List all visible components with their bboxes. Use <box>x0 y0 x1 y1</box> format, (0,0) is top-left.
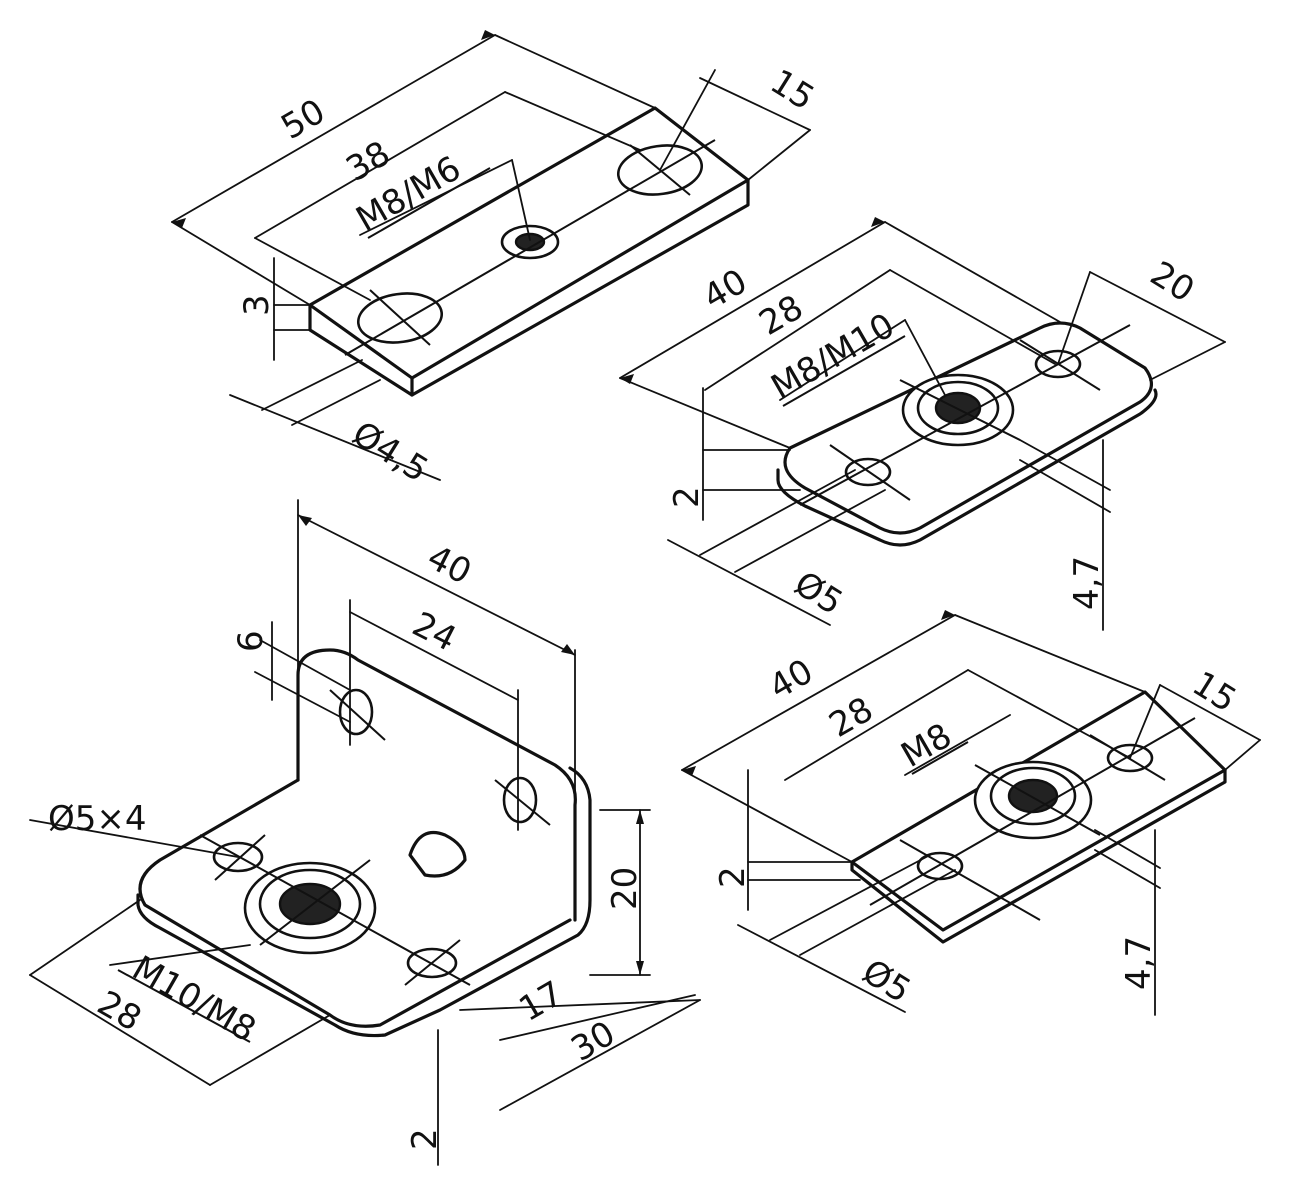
plate-3-dim-thickness: 2 <box>713 866 753 888</box>
plate-2-dim-length: 40 <box>697 262 754 318</box>
angle-dim-hole-spacing: 24 <box>406 604 463 659</box>
angle-dim-hole-offset: 6 <box>231 630 271 652</box>
plate-1-dim-length: 50 <box>275 92 332 148</box>
angle-dim-height: 20 <box>605 867 645 910</box>
angle-dim-base-width: 30 <box>565 1014 622 1070</box>
plate-3-dim-width: 15 <box>1185 664 1243 721</box>
plate-2-dim-height: 4,7 <box>1067 556 1107 610</box>
plate-2-dim-thickness: 2 <box>667 486 707 508</box>
plate-1-m8-m6: 50 38 15 3 M8/M6 Ø4,5 <box>171 34 821 491</box>
plate-3-dim-hole-spacing: 28 <box>823 690 880 746</box>
angle-dim-length: 40 <box>421 537 478 592</box>
plate-3-dim-height: 4,7 <box>1119 936 1159 990</box>
angle-bracket-body <box>136 648 592 1038</box>
angle-hole-label: Ø5×4 <box>48 799 147 839</box>
plate-1-dim-hole-spacing: 38 <box>340 134 397 190</box>
plate-1-dim-thickness: 3 <box>237 294 277 316</box>
angle-dim-thickness: 2 <box>405 1128 445 1150</box>
angle-dim-base-spacing: 28 <box>91 983 148 1039</box>
plate-3-m8: 40 28 15 2 M8 Ø5 4,7 <box>681 614 1261 1016</box>
plate-3-dim-length: 40 <box>763 652 820 708</box>
plate-1-dim-width: 15 <box>763 62 821 119</box>
angle-bracket-m10-m8: 40 24 6 20 Ø5×4 M10/M8 28 17 30 2 <box>29 499 701 1166</box>
plate-2-m8-m10: 40 28 20 2 M8/M10 Ø5 4,7 <box>619 221 1226 631</box>
plate-3-hole-label: Ø5 <box>855 952 917 1012</box>
angle-hole-flange-left <box>338 688 374 736</box>
dimension-arrowheads <box>172 30 955 975</box>
plate-1-hole-label: Ø4,5 <box>345 414 435 491</box>
plate-1-thread-core <box>514 232 546 252</box>
plate-2-hole-label: Ø5 <box>787 564 849 624</box>
angle-dim-inner: 17 <box>513 974 570 1030</box>
plate-2-dim-width: 20 <box>1143 254 1201 311</box>
